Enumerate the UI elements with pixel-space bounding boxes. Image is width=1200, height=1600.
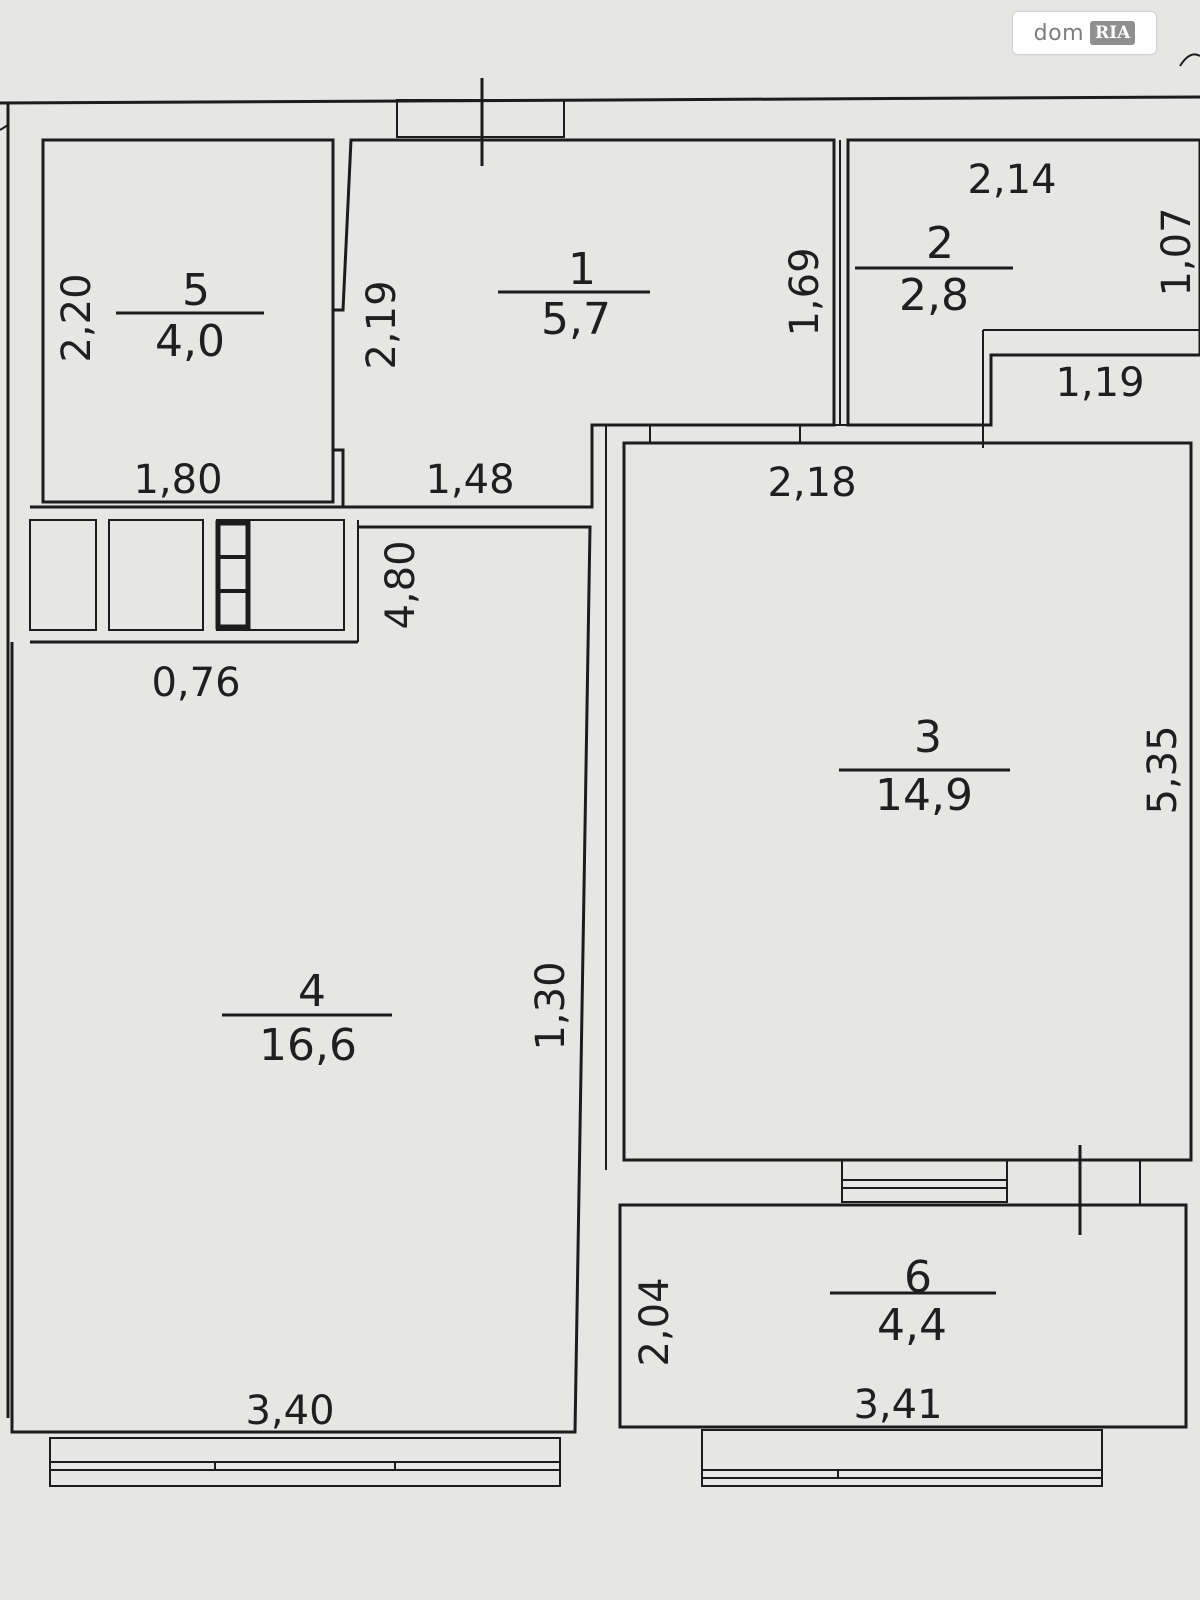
dim-room6-width: 3,41 bbox=[853, 1382, 942, 1428]
balcony-door bbox=[841, 1145, 1141, 1235]
dim-room3-width: 2,18 bbox=[767, 460, 856, 506]
room-2-label: 2 2,8 bbox=[855, 218, 1013, 321]
dim-room4-height: 1,30 bbox=[528, 961, 574, 1050]
room-5-number: 5 bbox=[182, 265, 210, 316]
window-room-6 bbox=[701, 1429, 1103, 1487]
room-6-area: 4,4 bbox=[877, 1300, 947, 1351]
dim-room1-height: 2,19 bbox=[359, 280, 405, 369]
room-4-number: 4 bbox=[298, 966, 326, 1017]
room-1-area: 5,7 bbox=[541, 294, 611, 345]
room-1-label: 1 5,7 bbox=[498, 244, 650, 345]
room-6-outline bbox=[618, 1203, 1188, 1429]
dim-room4-width: 3,40 bbox=[245, 1388, 334, 1434]
dim-room2-height: 1,07 bbox=[1154, 207, 1200, 296]
dim-closet-width: 0,76 bbox=[151, 660, 240, 706]
room-3-number: 3 bbox=[914, 712, 942, 763]
dim-room5-width: 1,80 bbox=[133, 457, 222, 503]
room-4-area: 16,6 bbox=[259, 1020, 357, 1071]
dim-room1-right: 1,69 bbox=[782, 247, 828, 336]
room-5-area: 4,0 bbox=[155, 316, 225, 367]
room-5-label: 5 4,0 bbox=[116, 265, 264, 367]
entrance-door bbox=[396, 78, 565, 166]
wardrobe bbox=[29, 505, 592, 644]
dom-ria-watermark: dom RIA bbox=[1013, 12, 1156, 54]
dim-room1-width: 1,48 bbox=[425, 457, 514, 503]
dim-room2-width: 2,14 bbox=[967, 157, 1056, 203]
room-2-number: 2 bbox=[926, 218, 954, 269]
room-6-number: 6 bbox=[904, 1252, 932, 1303]
room-1-number: 1 bbox=[568, 244, 596, 295]
watermark-text-dom: dom bbox=[1033, 20, 1085, 46]
room-4-label: 4 16,6 bbox=[222, 966, 392, 1071]
dim-room3-height: 5,35 bbox=[1140, 725, 1186, 814]
dim-step-width: 1,19 bbox=[1055, 360, 1144, 406]
room-3-label: 3 14,9 bbox=[839, 712, 1010, 821]
dim-room6-height: 2,04 bbox=[632, 1277, 678, 1366]
outer-walls bbox=[0, 53, 1200, 1418]
room-6-label: 6 4,4 bbox=[830, 1252, 996, 1351]
room-3-area: 14,9 bbox=[875, 770, 973, 821]
room-2-area: 2,8 bbox=[899, 270, 969, 321]
dim-room5-height: 2,20 bbox=[54, 273, 100, 362]
window-room-4 bbox=[49, 1437, 561, 1487]
dim-closet-height: 4,80 bbox=[378, 540, 424, 629]
watermark-text-ria: RIA bbox=[1090, 21, 1136, 45]
room-4-outline bbox=[10, 525, 592, 1434]
